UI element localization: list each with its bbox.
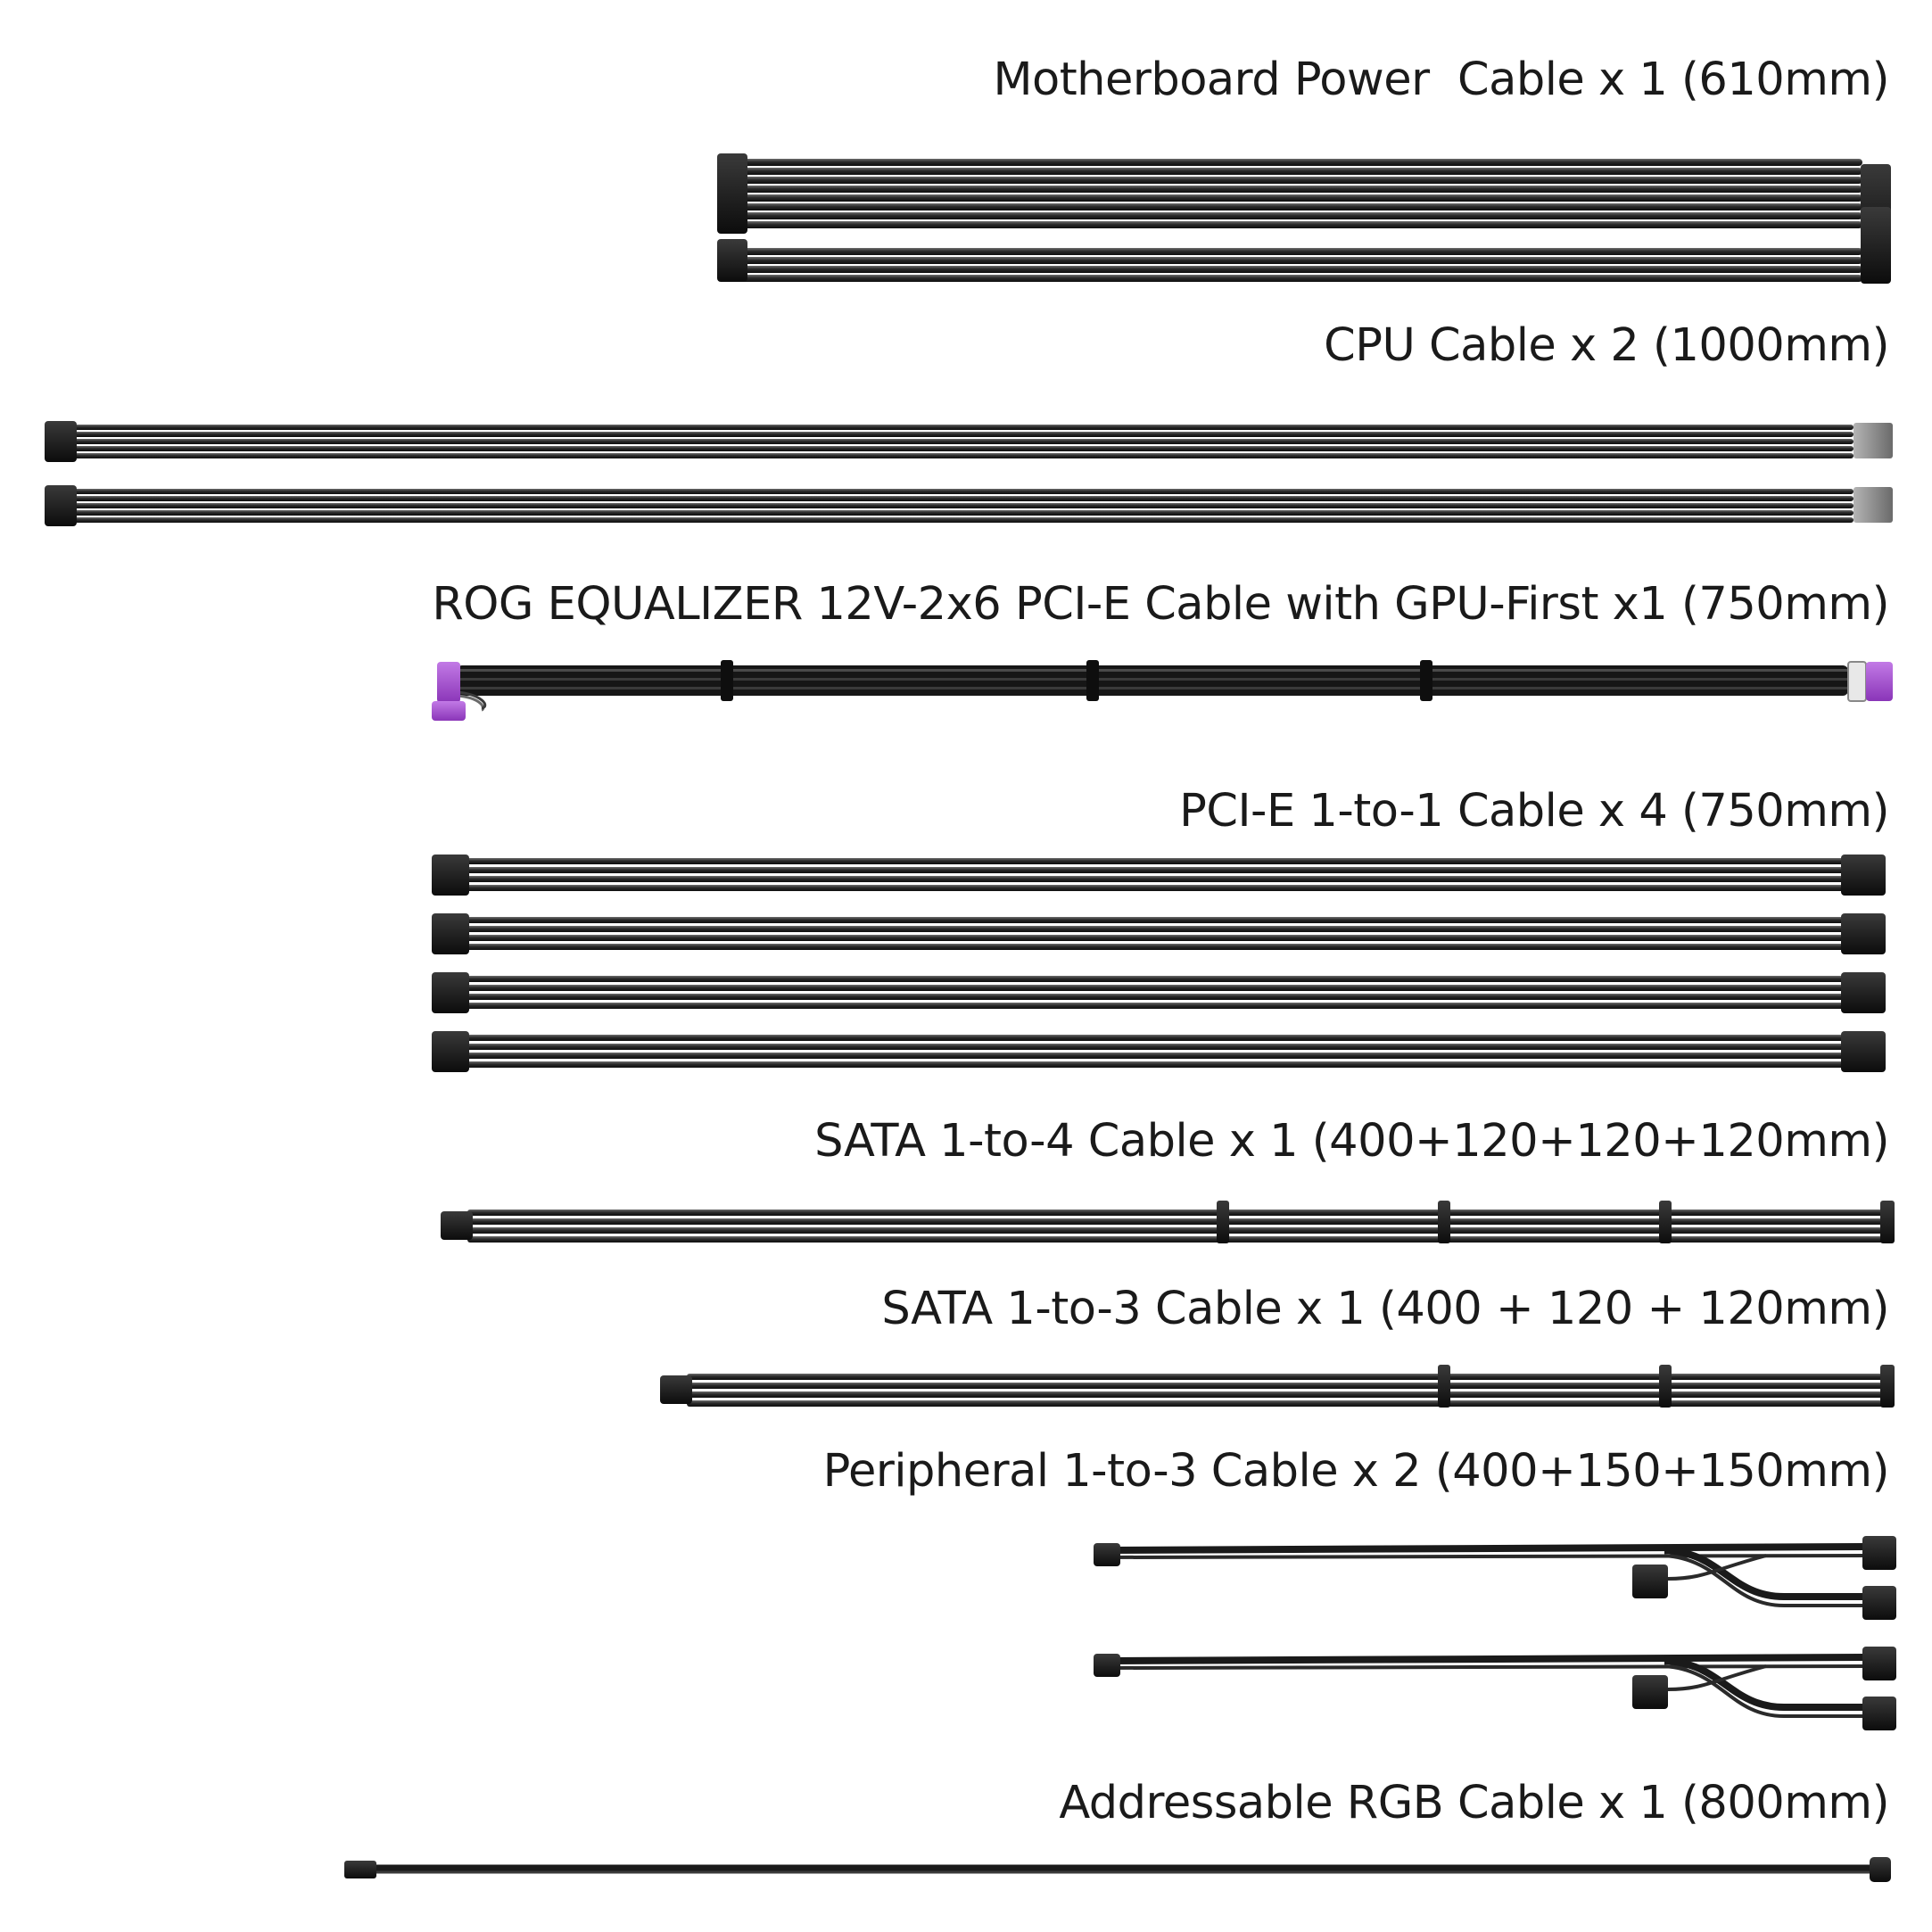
motherboard-24pin-connector-left	[717, 153, 747, 234]
pcie-connector-right	[1841, 972, 1886, 1013]
molex-psu-connector	[1094, 1543, 1120, 1566]
cpu-connector-right	[1854, 487, 1893, 523]
motherboard-cable-label: Motherboard Power Cable x 1 (610mm)	[993, 54, 1889, 106]
pcie-connector-left	[432, 855, 469, 896]
pcie-cable-4	[432, 1031, 1886, 1072]
pcie-connector-right	[1841, 1031, 1886, 1072]
sata-connector	[1880, 1201, 1895, 1243]
rog-equalizer-cable-label: ROG EQUALIZER 12V-2x6 PCI-E Cable with G…	[432, 578, 1889, 631]
cpu-cable-2	[45, 485, 1893, 526]
sata-1-to-4-cable	[441, 1201, 1895, 1243]
pcie-connector-right	[1841, 855, 1886, 896]
argb-cable-label: Addressable RGB Cable x 1 (800mm)	[1059, 1777, 1889, 1829]
pcie-cable-label: PCI-E 1-to-1 Cable x 4 (750mm)	[1179, 785, 1889, 838]
pcie-cable-3	[432, 972, 1886, 1013]
sata-connector	[1438, 1201, 1450, 1243]
molex-connector	[1632, 1565, 1668, 1598]
gpu-connector-left	[437, 662, 460, 703]
sata-connector	[1659, 1365, 1672, 1408]
molex-connector	[1862, 1536, 1896, 1570]
peripheral-cable-label: Peripheral 1-to-3 Cable x 2 (400+150+150…	[822, 1445, 1890, 1498]
sata-1-to-4-cable-label: SATA 1-to-4 Cable x 1 (400+120+120+120mm…	[814, 1115, 1889, 1168]
pcie-cable-1	[432, 855, 1886, 896]
motherboard-split-bundle	[737, 248, 1862, 282]
sense-pin-connector	[432, 701, 466, 721]
molex-connector	[1632, 1675, 1668, 1709]
molex-connector	[1862, 1586, 1896, 1620]
motherboard-split-connector-left	[717, 239, 747, 282]
sata-connector	[1880, 1365, 1895, 1408]
sata-psu-connector	[660, 1375, 692, 1404]
peripheral-cable-1	[1094, 1536, 1896, 1620]
pcie-cable-2	[432, 913, 1886, 954]
molex-psu-connector	[1094, 1654, 1120, 1677]
argb-cable	[344, 1857, 1891, 1882]
cpu-cable-1	[45, 421, 1893, 462]
gpu-connector-right	[1866, 662, 1893, 701]
cable-comb	[1086, 660, 1099, 701]
argb-connector-right	[1870, 1857, 1891, 1882]
sata-psu-connector	[441, 1211, 473, 1240]
cpu-connector-left	[45, 421, 77, 462]
pcie-connector-right	[1841, 913, 1886, 954]
peripheral-cable-2	[1094, 1647, 1896, 1730]
sata-connector	[1217, 1201, 1229, 1243]
sata-1-to-3-cable-label: SATA 1-to-3 Cable x 1 (400 + 120 + 120mm…	[881, 1283, 1889, 1335]
cpu-cable-label: CPU Cable x 2 (1000mm)	[1324, 319, 1889, 372]
sata-connector	[1659, 1201, 1672, 1243]
cable-comb	[721, 660, 733, 701]
cable-comb	[1420, 660, 1432, 701]
sata-1-to-3-cable	[660, 1365, 1895, 1408]
rog-equalizer-cable	[432, 660, 1893, 721]
molex-connector	[1862, 1647, 1896, 1680]
pcie-connector-left	[432, 1031, 469, 1072]
cpu-connector-right	[1854, 423, 1893, 458]
molex-connector	[1862, 1697, 1896, 1730]
cpu-connector-left	[45, 485, 77, 526]
motherboard-split-connector-right	[1861, 207, 1891, 284]
rog-eye-logo-icon	[1847, 661, 1867, 702]
motherboard-power-cable	[717, 153, 1891, 284]
pcie-connector-left	[432, 913, 469, 954]
sata-connector	[1438, 1365, 1450, 1408]
pcie-connector-left	[432, 972, 469, 1013]
argb-connector-left	[344, 1861, 376, 1878]
motherboard-main-bundle	[737, 159, 1862, 228]
